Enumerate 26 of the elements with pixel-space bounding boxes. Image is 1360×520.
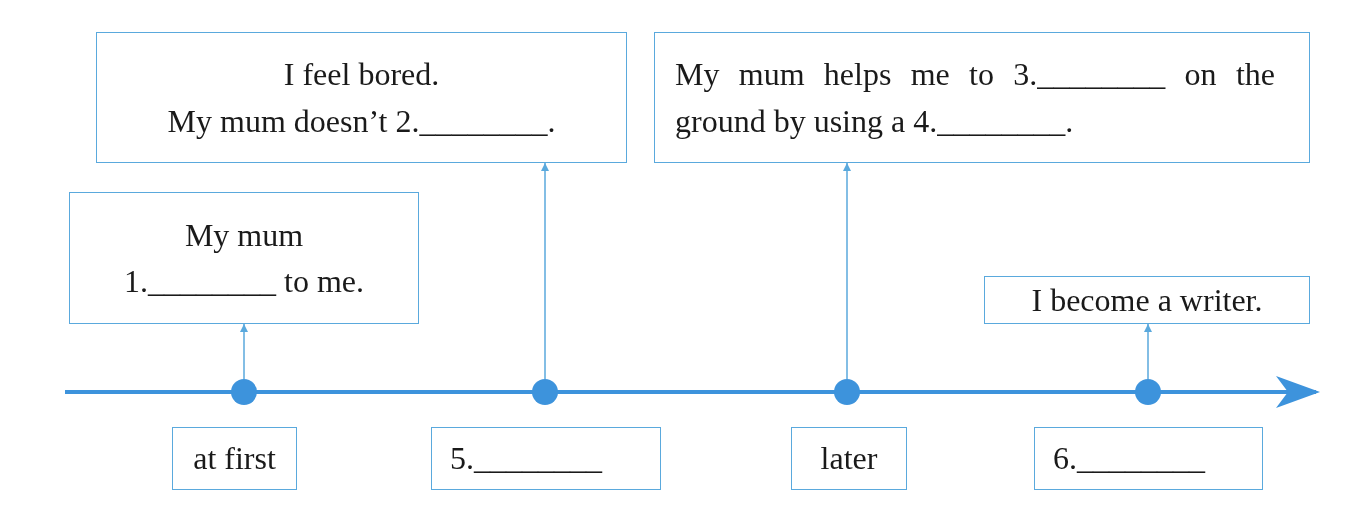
arrow xyxy=(843,162,851,380)
time-box xyxy=(172,427,297,490)
event-box xyxy=(96,32,627,163)
box-text: later xyxy=(819,439,879,479)
box-text: 5.________ xyxy=(450,439,604,479)
time-box xyxy=(1034,427,1263,490)
box-text: My mum xyxy=(183,215,305,255)
box-text: My mum doesn’t 2.________. xyxy=(166,101,557,141)
event-box xyxy=(654,32,1310,163)
box-text: at first xyxy=(192,439,277,479)
timeline-dot xyxy=(834,379,860,405)
arrow xyxy=(541,162,549,380)
box-text: 6.________ xyxy=(1053,439,1207,479)
timeline-dot xyxy=(532,379,558,405)
time-box xyxy=(791,427,907,490)
box-text: My mum helps me to 3.________ on the ground by using a 4.________. xyxy=(675,55,1275,141)
timeline-dot xyxy=(1135,379,1161,405)
timeline-dot xyxy=(231,379,257,405)
time-box xyxy=(431,427,661,490)
arrow xyxy=(240,323,248,380)
box-text: I feel bored. xyxy=(282,55,441,95)
event-box xyxy=(984,276,1310,324)
event-box xyxy=(69,192,419,324)
arrow xyxy=(1144,323,1152,380)
box-text: 1.________ to me. xyxy=(123,262,365,301)
box-text: I become a writer. xyxy=(1030,280,1264,320)
